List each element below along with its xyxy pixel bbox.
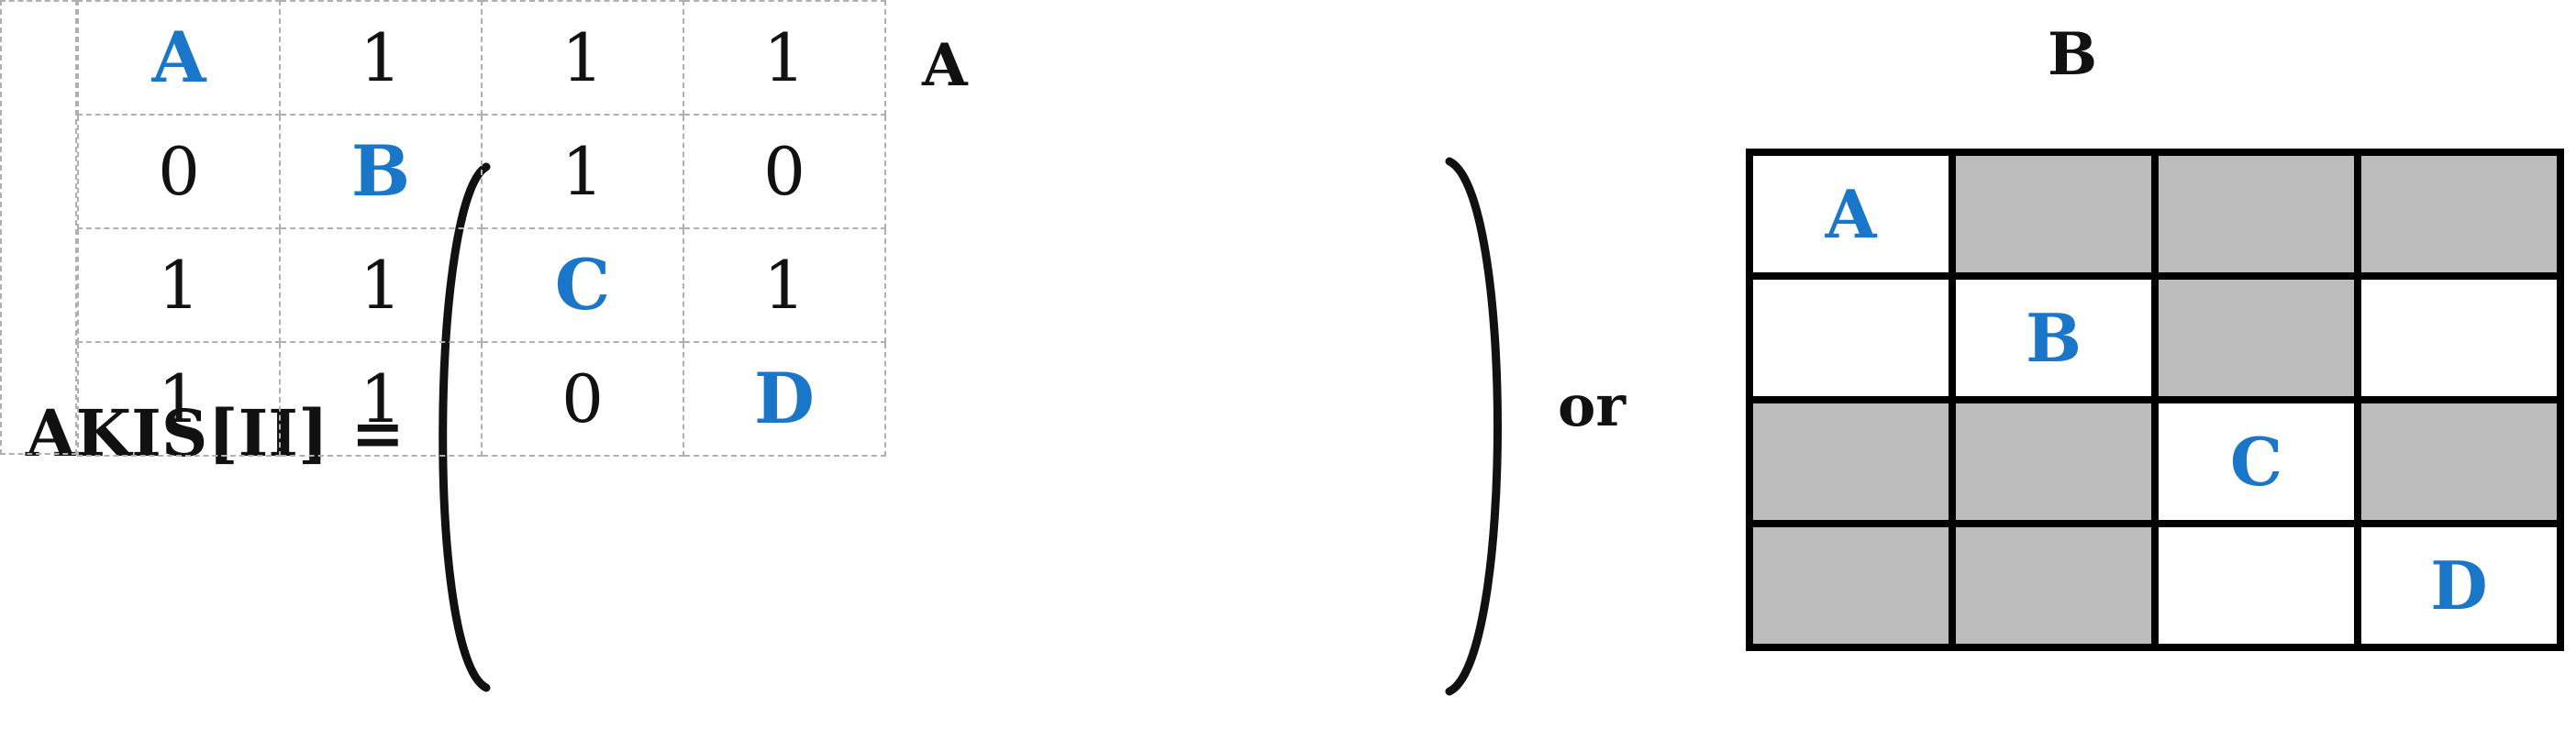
matrix-a-cell: 0 — [683, 114, 886, 229]
matrix-a-blank-column — [0, 0, 77, 455]
matrix-a-cell: 0 — [481, 341, 684, 457]
matrix-a-diagonal-cell: B — [279, 114, 483, 229]
matrix-a-cell: 1 — [683, 0, 886, 116]
grid-b-row: B — [1746, 272, 2564, 403]
matrix-a-cell: 1 — [481, 0, 684, 116]
matrix-a-cell: 1 — [279, 227, 483, 343]
matrix-a-cell: 1 — [77, 341, 281, 457]
matrix-a-cell: 1 — [481, 114, 684, 229]
grid-b-cell — [1746, 272, 1956, 403]
grid-b-cell: B — [1949, 272, 2159, 403]
grid-b-cell: C — [2151, 396, 2361, 527]
matrix-a-cell: 1 — [279, 0, 483, 116]
grid-b-row: A — [1746, 149, 2564, 280]
grid-b-shaded-cell — [1746, 396, 1956, 527]
matrix-a-cell: 1 — [77, 227, 281, 343]
grid-b-cell: D — [2354, 520, 2564, 651]
grid-b-shaded-cell — [2354, 149, 2564, 280]
grid-b-row: D — [1746, 520, 2564, 651]
right-bracket — [1445, 157, 1502, 696]
grid-b-shaded-cell — [2151, 149, 2361, 280]
matrix-a-cell: 1 — [279, 341, 483, 457]
grid-b-shaded-cell — [2151, 272, 2361, 403]
matrix-a-diagonal-cell: A — [77, 0, 281, 116]
grid-b-cell — [2151, 520, 2361, 651]
or-label: or — [1558, 372, 1627, 439]
panel-b-title: B — [2048, 20, 2098, 89]
grid-b-shaded-cell — [1746, 520, 1956, 651]
matrix-a-diagonal-cell: D — [683, 341, 886, 457]
grid-b-shaded-cell — [1949, 520, 2159, 651]
matrix-a-cell: 1 — [683, 227, 886, 343]
grid-b-shaded-cell — [1949, 396, 2159, 527]
matrix-a-diagonal-cell: C — [481, 227, 684, 343]
grid-b-row: C — [1746, 396, 2564, 527]
grid-b-shaded-cell — [2354, 396, 2564, 527]
grid-b-shaded-cell — [1949, 149, 2159, 280]
grid-b-cell — [2354, 272, 2564, 403]
matrix-a-cell: 0 — [77, 114, 281, 229]
grid-b-cell: A — [1746, 149, 1956, 280]
panel-a-title: A — [922, 31, 968, 100]
